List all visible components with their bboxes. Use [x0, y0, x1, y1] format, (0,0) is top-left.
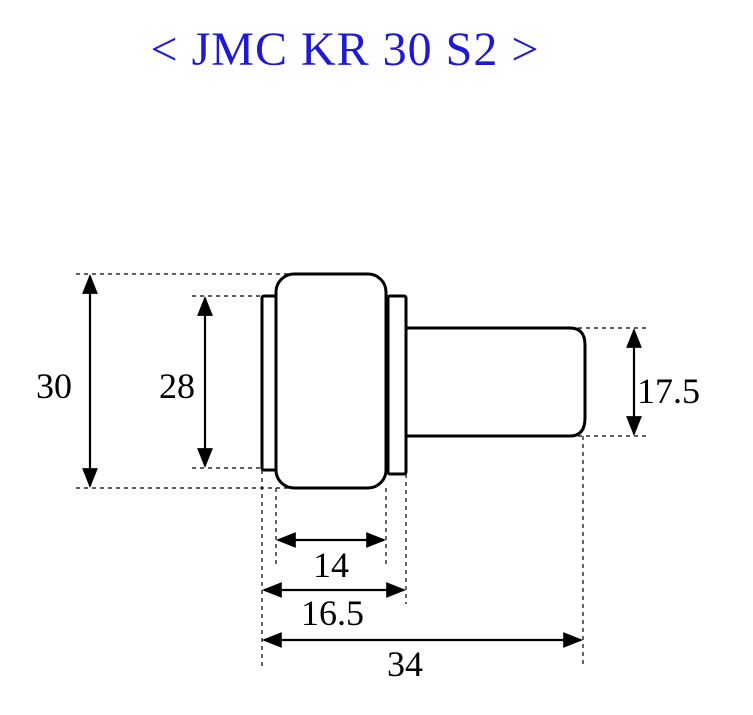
- label-overall-length: 34: [387, 644, 423, 684]
- roller-body: [274, 272, 388, 490]
- dimension-lines: [82, 274, 642, 648]
- right-flange: [386, 294, 408, 476]
- label-outer-diameter: 30: [36, 366, 72, 406]
- extension-lines: [76, 273, 648, 668]
- drawing-title: < JMC KR 30 S2 >: [150, 23, 540, 76]
- label-flange-width: 16.5: [301, 593, 364, 633]
- label-flange-diameter: 28: [159, 366, 195, 406]
- stud-shaft: [403, 326, 587, 438]
- label-stud-diameter: 17.5: [637, 371, 700, 411]
- label-roller-width: 14: [313, 545, 349, 585]
- part-outline: [260, 272, 587, 490]
